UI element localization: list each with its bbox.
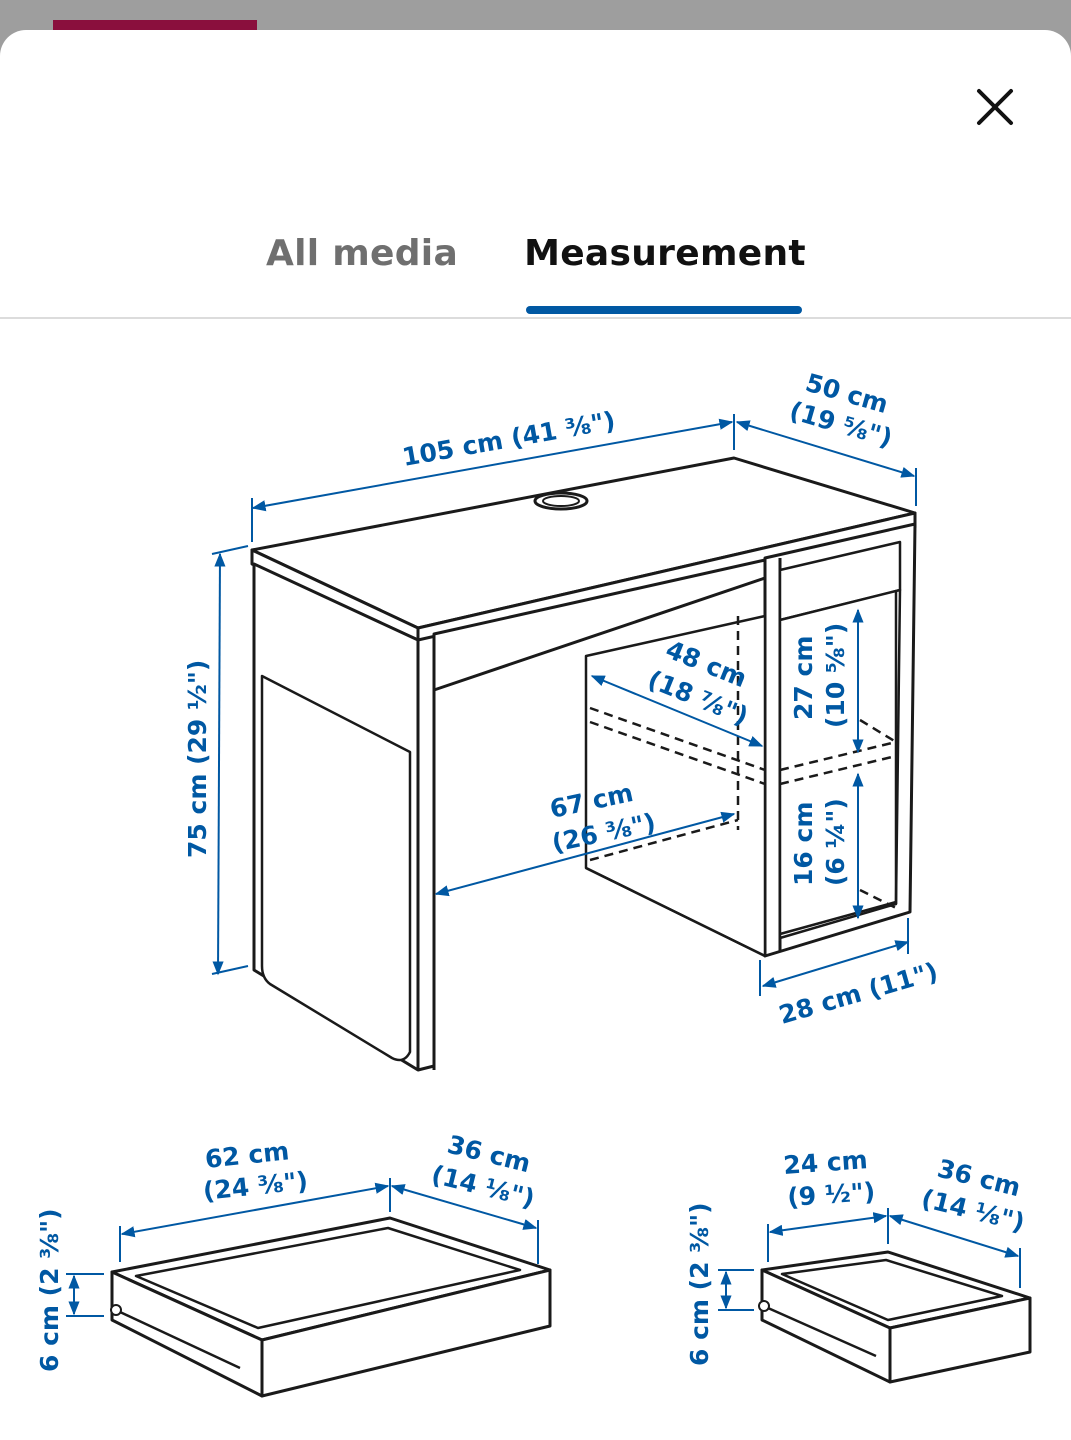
drawer-small-width-cm-label: 24 cm [782,1145,868,1180]
desk-height-label: 75 cm (29 ½") [183,660,212,858]
shelf-bottom-cm-label: 16 cm [789,802,818,886]
drawer-small-width-in-label: (9 ½") [786,1177,876,1212]
small-drawer-dimension-lines [718,1208,1021,1311]
page-accent-strip [53,20,257,32]
small-drawer-illustration [758,1250,1032,1384]
close-icon [977,89,1013,125]
desk-dimension-lines [211,414,917,996]
shelf-top-in-label: (10 ⅝") [821,623,850,728]
shelf-top-cm-label: 27 cm [789,636,818,720]
tabs-divider [0,317,1071,319]
shelf-bottom-in-label: (6 ¼") [821,798,850,886]
measurement-modal: All media Measurement [0,30,1071,1440]
large-drawer-dimension-lines [66,1178,539,1317]
tab-all-media[interactable]: All media [258,223,466,283]
drawer-small-height-label: 6 cm (2 ⅜") [685,1202,714,1366]
drawer-large-height-label: 6 cm (2 ⅜") [35,1208,64,1372]
media-tabs: All media Measurement [0,215,1071,319]
close-button[interactable] [966,78,1024,136]
tab-measurement[interactable]: Measurement [520,223,810,283]
cabinet-width-label: 28 cm (11") [776,957,941,1030]
active-tab-indicator [526,306,802,314]
measurement-drawing: 105 cm (41 ⅜") 50 cm (19 ⅝") 75 cm (29 ½… [35,368,1032,1398]
large-drawer-illustration [110,1216,552,1398]
desk-illustration [250,456,917,1072]
